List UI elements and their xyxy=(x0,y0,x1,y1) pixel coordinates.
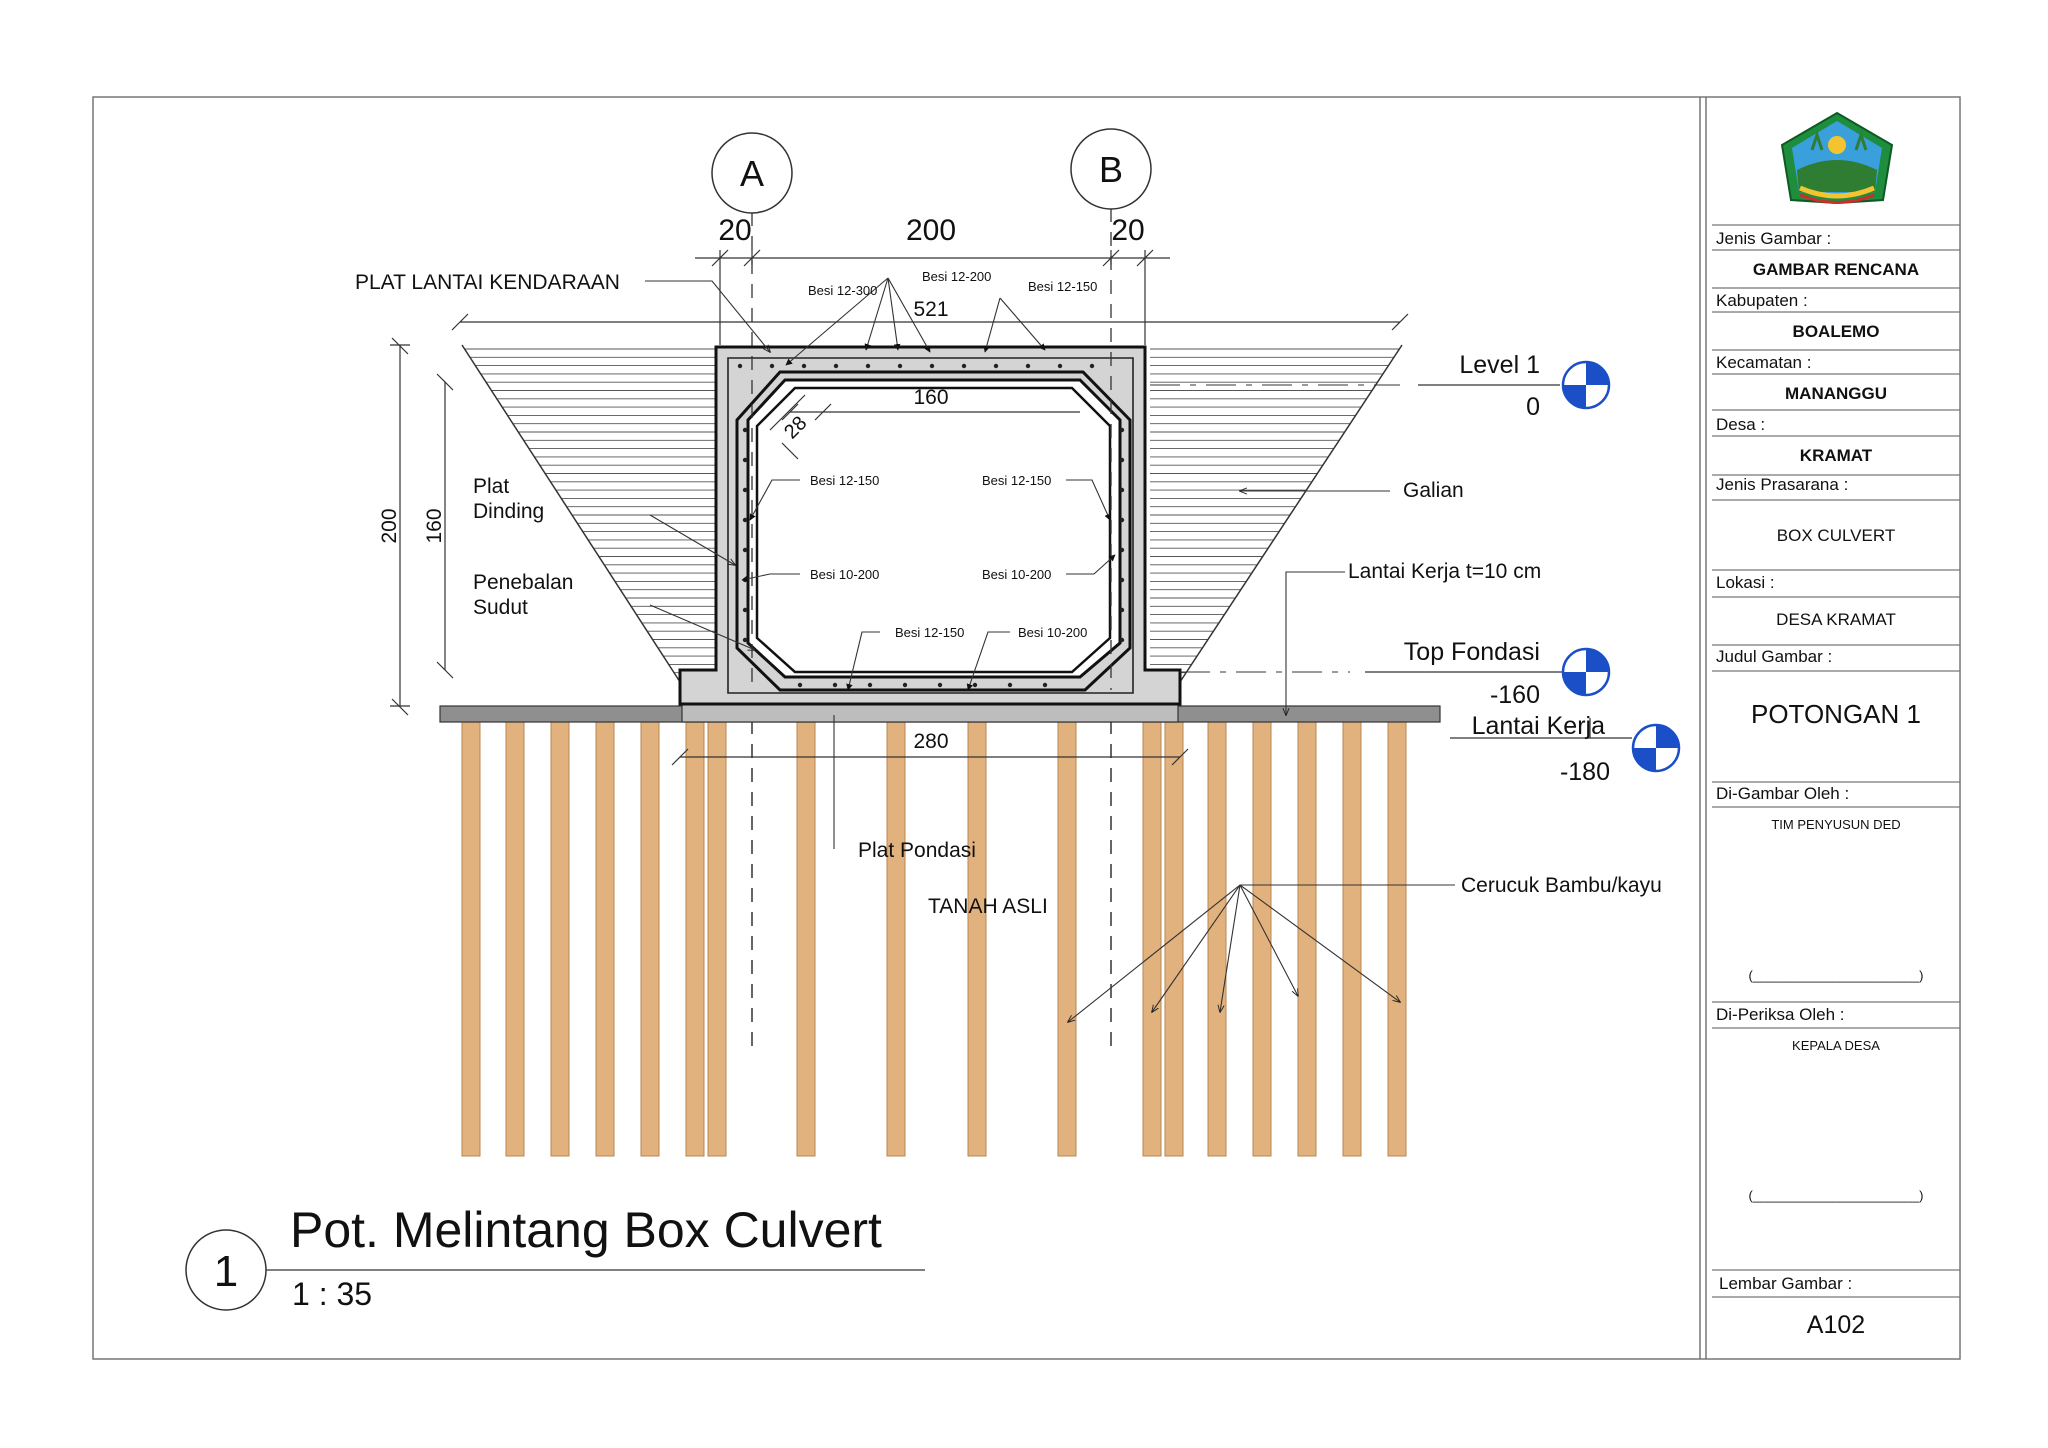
pile-11 xyxy=(1057,721,1077,1157)
pile-10 xyxy=(967,721,987,1157)
pile-4 xyxy=(595,721,615,1157)
dim-left-wall: 20 xyxy=(718,214,751,247)
pile-5 xyxy=(640,721,660,1157)
level-symbol-1 xyxy=(1561,360,1611,410)
label-haunch-line1: Penebalan xyxy=(473,571,573,594)
pile-2 xyxy=(505,721,525,1157)
bamboo-piles xyxy=(461,721,1407,1157)
rebar-label-wall-left-top: Besi 12-150 xyxy=(810,473,879,488)
pile-18 xyxy=(1387,721,1407,1157)
pile-1 xyxy=(461,721,481,1157)
lean-concrete xyxy=(681,703,1179,723)
rebar-label-bottom-b: Besi 10-200 xyxy=(1018,625,1087,640)
tb-digambar: TIM PENYUSUN DED xyxy=(1771,817,1900,832)
grid-bubble-b[interactable]: B xyxy=(1070,128,1152,210)
pile-12 xyxy=(1142,721,1162,1157)
level-symbol-3 xyxy=(1631,723,1681,773)
label-native-soil: TANAH ASLI xyxy=(928,895,1048,918)
title-block-grid xyxy=(1712,224,1960,1298)
tb-label-lokasi: Lokasi : xyxy=(1716,573,1775,592)
regency-logo xyxy=(1780,111,1894,205)
dim-base-width: 280 xyxy=(913,730,948,753)
svg-text:-180: -180 xyxy=(1560,758,1610,786)
view-scale: 1 : 35 xyxy=(292,1276,372,1312)
tb-prasarana: BOX CULVERT xyxy=(1777,526,1895,545)
label-excavation: Galian xyxy=(1403,479,1464,502)
label-work-floor: Lantai Kerja t=10 cm xyxy=(1348,560,1541,583)
dim-height-outer: 200 xyxy=(378,508,401,543)
svg-text:B: B xyxy=(1099,149,1123,190)
rebar-label-bottom-a: Besi 12-150 xyxy=(895,625,964,640)
tb-lokasi: DESA KRAMAT xyxy=(1776,610,1896,629)
tb-kecamatan: MANANGGU xyxy=(1785,384,1887,403)
tb-label-jenis-gambar: Jenis Gambar : xyxy=(1716,229,1831,248)
rebar-label-top-a: Besi 12-300 xyxy=(808,283,877,298)
pile-3 xyxy=(550,721,570,1157)
label-foundation-plate: Plat Pondasi xyxy=(858,839,976,862)
pile-6 xyxy=(685,721,705,1157)
rebar-label-top-b: Besi 12-200 xyxy=(922,269,991,284)
tb-signature-checked: (_______________________) xyxy=(1749,1188,1924,1203)
label-haunch-line2: Sudut xyxy=(473,596,528,619)
svg-text:A: A xyxy=(740,153,764,194)
level-symbol-2 xyxy=(1561,647,1611,697)
dim-inner-width: 160 xyxy=(913,386,948,409)
view-number: 1 xyxy=(214,1247,238,1296)
tb-label-lembar: Lembar Gambar : xyxy=(1719,1274,1852,1293)
tb-label-diperiksa: Di-Periksa Oleh : xyxy=(1716,1005,1844,1024)
label-wall-line1: Plat xyxy=(473,475,509,498)
pile-14 xyxy=(1207,721,1227,1157)
view-title: 1 Pot. Melintang Box Culvert 1 : 35 xyxy=(185,1202,925,1312)
pile-17 xyxy=(1342,721,1362,1157)
pile-8 xyxy=(796,721,816,1157)
tb-lembar: A102 xyxy=(1807,1311,1865,1339)
svg-text:Top Fondasi: Top Fondasi xyxy=(1404,638,1540,666)
tb-label-kecamatan: Kecamatan : xyxy=(1716,353,1811,372)
dimension-lines xyxy=(390,249,1409,766)
pile-9 xyxy=(886,721,906,1157)
svg-text:0: 0 xyxy=(1526,393,1540,421)
view-name: Pot. Melintang Box Culvert xyxy=(290,1202,882,1258)
rebar-label-top-c: Besi 12-150 xyxy=(1028,279,1097,294)
tb-judul: POTONGAN 1 xyxy=(1751,699,1921,729)
level-marker-lantai-kerja: Lantai Kerja -180 xyxy=(1450,712,1632,786)
level-marker-level-1: Level 1 0 xyxy=(1150,351,1560,421)
level-marker-top-fondasi: Top Fondasi -160 xyxy=(1180,638,1566,709)
sheet-border xyxy=(92,96,1961,1360)
pile-13 xyxy=(1164,721,1184,1157)
tb-jenis-gambar: GAMBAR RENCANA xyxy=(1753,260,1919,279)
tb-signature-drawn: (_______________________) xyxy=(1749,968,1924,983)
rebar-dots xyxy=(737,363,1125,688)
tb-label-digambar: Di-Gambar Oleh : xyxy=(1716,784,1849,803)
tb-diperiksa: KEPALA DESA xyxy=(1792,1038,1880,1053)
leader-lines xyxy=(645,277,1455,1022)
label-deck-slab: PLAT LANTAI KENDARAAN xyxy=(355,271,620,294)
rebar-label-wall-right-top: Besi 12-150 xyxy=(982,473,1051,488)
rebar-label-wall-right-bottom: Besi 10-200 xyxy=(982,567,1051,582)
label-wall-line2: Dinding xyxy=(473,500,544,523)
svg-text:Level 1: Level 1 xyxy=(1459,351,1540,379)
label-piles: Cerucuk Bambu/kayu xyxy=(1461,874,1662,897)
tb-label-judul: Judul Gambar : xyxy=(1716,647,1832,666)
tb-label-kabupaten: Kabupaten : xyxy=(1716,291,1808,310)
dim-clear-span: 200 xyxy=(906,214,956,247)
tb-desa: KRAMAT xyxy=(1800,446,1873,465)
tb-kabupaten: BOALEMO xyxy=(1793,322,1880,341)
dim-height-inner: 160 xyxy=(423,508,446,543)
svg-text:Lantai Kerja: Lantai Kerja xyxy=(1472,712,1606,740)
dim-overall-width: 521 xyxy=(913,298,948,321)
grid-bubble-a[interactable]: A xyxy=(711,132,793,214)
box-culvert-concrete xyxy=(678,345,1182,706)
tb-label-prasarana: Jenis Prasarana : xyxy=(1716,475,1848,494)
pile-7 xyxy=(707,721,727,1157)
svg-text:-160: -160 xyxy=(1490,681,1540,709)
dim-right-wall: 20 xyxy=(1111,214,1144,247)
rebar-label-wall-left-bottom: Besi 10-200 xyxy=(810,567,879,582)
tb-label-desa: Desa : xyxy=(1716,415,1765,434)
